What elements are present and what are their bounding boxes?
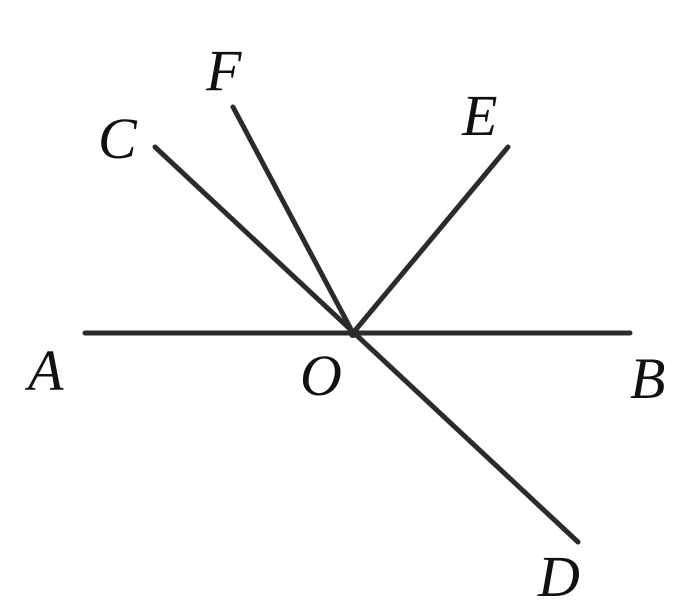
label-d: D: [537, 544, 580, 600]
label-o: O: [300, 343, 342, 408]
label-c: C: [98, 106, 138, 171]
label-e: E: [461, 83, 497, 148]
label-a: A: [24, 338, 64, 403]
ray-oe: [350, 144, 511, 336]
label-f: F: [205, 38, 242, 103]
ray-of: [230, 104, 356, 336]
label-b: B: [630, 346, 665, 411]
vertex-o-dot: [349, 330, 357, 338]
line-cd: [152, 144, 581, 545]
